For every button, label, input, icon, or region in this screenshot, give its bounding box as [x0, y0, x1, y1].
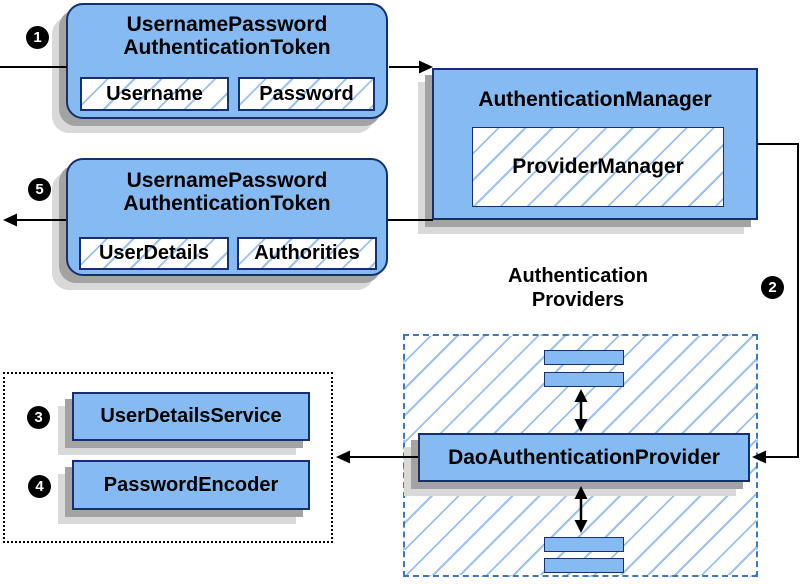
- step-4-number: 4: [35, 478, 44, 495]
- response-token-title-line2: AuthenticationToken: [123, 192, 331, 215]
- request-token-title-line1: UsernamePassword: [126, 13, 328, 36]
- authentication-providers-heading-line2: Providers: [531, 289, 625, 311]
- authentication-providers-heading-line1: Authentication: [508, 265, 648, 287]
- password-field-label: Password: [259, 82, 354, 105]
- username-password-authentication-token-response-box: UsernamePassword AuthenticationToken Use…: [66, 158, 388, 276]
- authentication-manager-box: AuthenticationManager ProviderManager: [432, 68, 758, 220]
- step-1-number: 1: [33, 29, 42, 46]
- provider-stack-bottom-bar-2: [544, 558, 624, 573]
- step-4-badge: 4: [28, 475, 51, 498]
- step-1-badge: 1: [26, 26, 49, 49]
- manager-to-provider-line: [757, 143, 799, 458]
- password-encoder-label: PasswordEncoder: [103, 473, 279, 496]
- provider-to-collaborators-arrowhead-icon: [336, 450, 350, 464]
- provider-stack-top-bar-1: [544, 350, 624, 365]
- provider-manager-box: ProviderManager: [472, 127, 724, 207]
- response-token-title-line1: UsernamePassword: [126, 169, 328, 192]
- request-to-manager-arrowhead-icon: [419, 60, 433, 74]
- username-password-authentication-token-request-box: UsernamePassword AuthenticationToken Use…: [66, 3, 388, 119]
- user-details-service-box: UserDetailsService: [72, 392, 310, 441]
- username-field-label: Username: [106, 82, 203, 105]
- provider-stack-bottom-bar-1: [544, 537, 624, 552]
- user-details-service-label: UserDetailsService: [100, 405, 282, 427]
- step-2-number: 2: [768, 279, 777, 296]
- authorities-field-box: Authorities: [237, 237, 377, 270]
- username-field-box: Username: [80, 77, 229, 111]
- step-5-badge: 5: [28, 178, 51, 201]
- user-details-field-label: UserDetails: [98, 242, 210, 264]
- provider-stack-top-bar-2: [544, 372, 624, 387]
- step-5-number: 5: [35, 181, 44, 198]
- password-field-box: Password: [238, 77, 375, 111]
- provider-manager-label: ProviderManager: [512, 155, 684, 178]
- user-details-field-box: UserDetails: [79, 237, 229, 270]
- collaborators-container: [3, 372, 333, 543]
- step-3-number: 3: [34, 409, 43, 426]
- step-2-badge: 2: [761, 276, 784, 299]
- dao-authentication-provider-label: DaoAuthenticationProvider: [448, 445, 720, 469]
- password-encoder-box: PasswordEncoder: [72, 460, 310, 510]
- response-outgoing-arrowhead-icon: [3, 213, 17, 227]
- authentication-providers-heading: Authentication Providers: [468, 264, 688, 312]
- request-token-title-line2: AuthenticationToken: [123, 36, 331, 59]
- dao-authentication-provider-box: DaoAuthenticationProvider: [418, 433, 750, 482]
- authentication-manager-title: AuthenticationManager: [478, 88, 712, 111]
- authorities-field-label: Authorities: [254, 242, 360, 264]
- step-3-badge: 3: [27, 406, 50, 429]
